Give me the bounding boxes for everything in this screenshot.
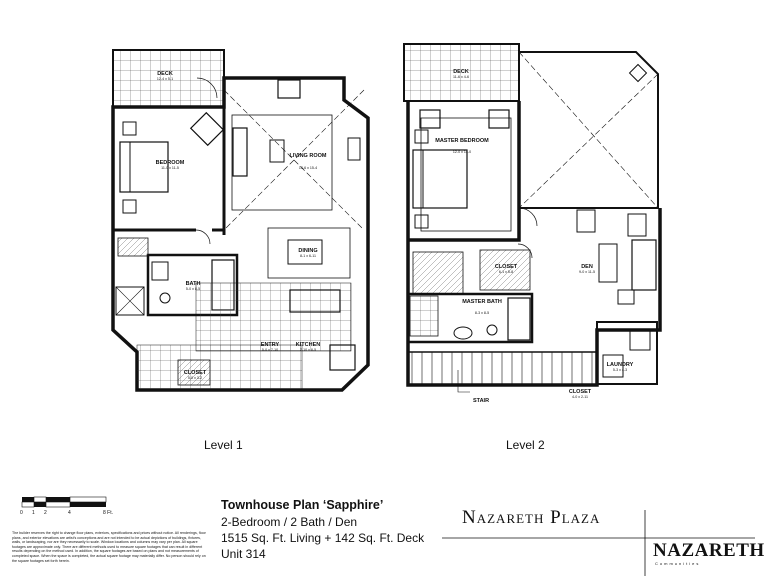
entry-dim: 5-0 x 7-10 <box>262 348 278 352</box>
entry-label: ENTRY <box>261 342 280 348</box>
scale-tick-2: 2 <box>44 510 47 516</box>
sofa-icon <box>232 127 248 177</box>
master-bedroom-label: MASTER BEDROOM <box>435 138 489 144</box>
level-1-title: Level 1 <box>204 438 243 452</box>
master-bath-label: MASTER BATH <box>462 299 502 305</box>
deck-1-label: DECK <box>157 71 173 77</box>
scale-tick-1: 1 <box>32 510 35 516</box>
living-label: LIVING ROOM <box>290 153 327 159</box>
closet-3-label: CLOSET <box>569 389 592 395</box>
deck-1-dim: 12-4 x 5-1 <box>157 77 173 81</box>
laundry-dim: 5-3 x 4-3 <box>613 368 627 372</box>
closet-3-dim: 4-0 x 2-11 <box>572 395 588 399</box>
dining-label: DINING <box>298 248 317 254</box>
master-bath-room <box>406 292 534 344</box>
level-2-title: Level 2 <box>506 438 545 452</box>
level-2-plan <box>403 43 662 393</box>
scale-tick-3: 4 <box>68 510 71 516</box>
scale-tick-4: 8 Ft. <box>103 510 114 516</box>
sofa-icon-2 <box>631 239 657 291</box>
plan-unit: Unit 314 <box>221 547 266 561</box>
kitchen-dim: 7-10 x 8-5 <box>300 348 316 352</box>
closet-1-label: CLOSET <box>184 370 207 376</box>
level-1-labels: DECK 12-4 x 5-1 BEDROOM 11-0 x 11-5 LIVI… <box>156 71 327 380</box>
plan-title: Townhouse Plan ‘Sapphire’ <box>221 498 384 512</box>
brand-logo-sub: Communities <box>655 561 701 566</box>
den-label: DEN <box>581 264 593 270</box>
deck-2-dim: 11-6 x 4-6 <box>453 75 469 79</box>
brand-logo: NAZARETH <box>653 540 765 561</box>
bathtub-icon-2 <box>507 297 531 341</box>
kitchen-label: KITCHEN <box>296 342 320 348</box>
laundry-label: LAUNDRY <box>607 362 634 368</box>
stair-label: STAIR <box>473 398 489 404</box>
bath-1-dim: 5-0 x 8-5 <box>186 287 200 291</box>
bedroom-label: BEDROOM <box>156 160 185 166</box>
armchair-icon <box>277 79 301 99</box>
deck-2-label: DECK <box>453 69 469 75</box>
scale-tick-0: 0 <box>20 510 23 516</box>
plan-bedrooms: 2-Bedroom / 2 Bath / Den <box>221 515 358 529</box>
living-dim: 13-6 x 15-4 <box>299 166 317 170</box>
brand-name: Nazareth Plaza <box>462 507 601 528</box>
den-dim: 9-0 x 11-5 <box>579 270 595 274</box>
closet-1-dim: 5-0 x 3-2 <box>188 376 202 380</box>
scale-bar <box>21 496 107 508</box>
bath-1-label: BATH <box>186 281 201 287</box>
plan-area: 1515 Sq. Ft. Living + 142 Sq. Ft. Deck <box>221 531 425 545</box>
closet-2-dim: 6-1 x 5-8 <box>499 270 513 274</box>
dining-dim: 8-1 x 6-11 <box>300 254 316 258</box>
stair-treads <box>408 351 597 384</box>
master-bath-dim: 8-3 x 8-5 <box>475 311 489 315</box>
closet-2-label: CLOSET <box>495 264 518 270</box>
bedroom-dim: 11-0 x 11-5 <box>161 166 179 170</box>
master-bedroom-dim: 12-0 x 14-0 <box>453 150 471 154</box>
level-2-labels: DECK 11-6 x 4-6 MASTER BEDROOM 12-0 x 14… <box>435 69 633 404</box>
deck-2 <box>403 43 520 102</box>
disclaimer: The builder reserves the right to change… <box>12 531 206 563</box>
level-1-plan <box>111 49 370 392</box>
deck-1 <box>112 49 225 108</box>
